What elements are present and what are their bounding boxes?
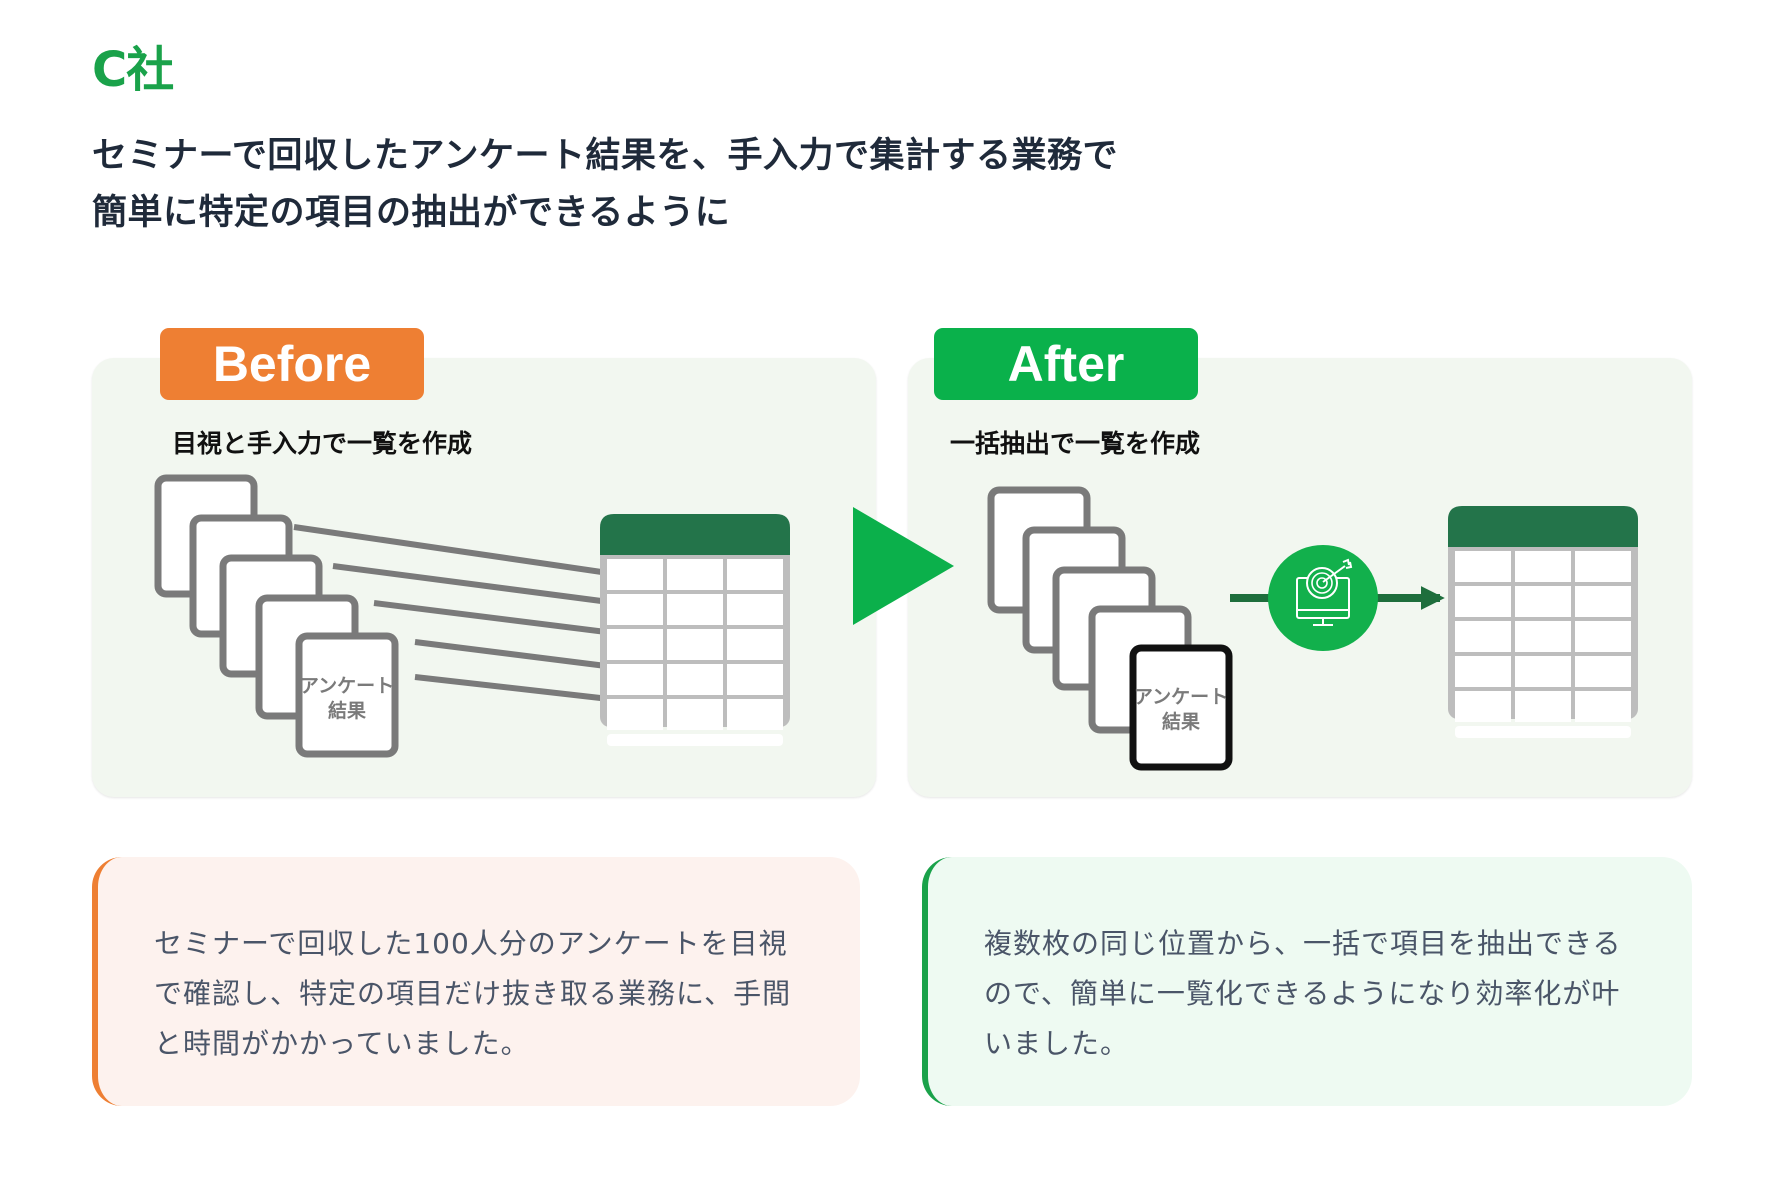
before-description-line: と時間がかかっていました。 bbox=[154, 1027, 530, 1060]
after-description: 複数枚の同じ位置から、一括で項目を抽出できる ので、簡単に一覧化できるようになり… bbox=[922, 857, 1692, 1106]
after-description-line: ので、簡単に一覧化できるようになり効率化が叶 bbox=[984, 977, 1621, 1010]
after-description-line: いました。 bbox=[984, 1027, 1130, 1060]
before-description: セミナーで回収した100人分のアンケートを目視 で確認し、特定の項目だけ抜き取る… bbox=[92, 857, 860, 1106]
before-description-line: で確認し、特定の項目だけ抜き取る業務に、手間 bbox=[154, 977, 792, 1010]
before-description-line: セミナーで回収した100人分のアンケートを目視 bbox=[154, 927, 788, 960]
before-badge: Before bbox=[160, 328, 424, 400]
company-name: C社 bbox=[92, 42, 174, 98]
headline-line-2: 簡単に特定の項目の抽出ができるように bbox=[92, 193, 731, 233]
headline-line-1: セミナーで回収したアンケート結果を、手入力で集計する業務で bbox=[92, 136, 1119, 176]
after-badge: After bbox=[934, 328, 1198, 400]
after-subtitle: 一括抽出で一覧を作成 bbox=[950, 429, 1201, 458]
before-subtitle: 目視と手入力で一覧を作成 bbox=[172, 429, 473, 458]
headline: セミナーで回収したアンケート結果を、手入力で集計する業務で 簡単に特定の項目の抽… bbox=[92, 128, 1118, 242]
after-description-line: 複数枚の同じ位置から、一括で項目を抽出できる bbox=[984, 927, 1622, 960]
